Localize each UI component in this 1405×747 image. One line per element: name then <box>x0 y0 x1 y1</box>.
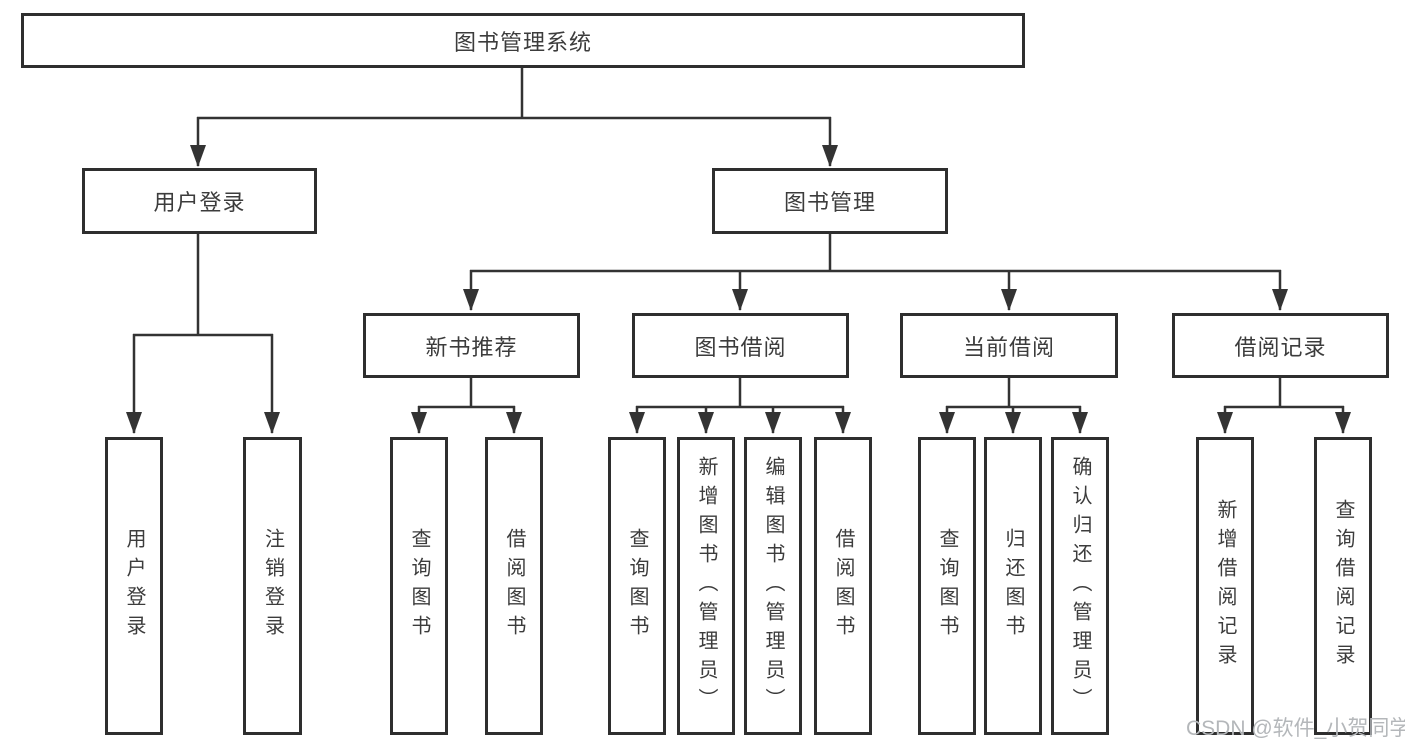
node-book-management: 图书管理 <box>712 168 948 234</box>
leaf-user-login-label: 用户登录 <box>123 528 145 644</box>
node-user-login: 用户登录 <box>82 168 317 234</box>
leaf-edit-book-admin: 编辑图书（管理员） <box>744 437 802 735</box>
leaf-confirm-return-admin: 确认归还（管理员） <box>1051 437 1109 735</box>
node-borrow-records: 借阅记录 <box>1172 313 1389 378</box>
leaf-borrow-books-label: 借阅图书 <box>832 528 854 644</box>
node-book-borrow: 图书借阅 <box>632 313 849 378</box>
leaf-return-book-label: 归还图书 <box>1002 528 1024 644</box>
leaf-query-books-current: 查询图书 <box>918 437 976 735</box>
leaf-user-login: 用户登录 <box>105 437 163 735</box>
leaf-add-borrow-record-label: 新增借阅记录 <box>1214 499 1236 673</box>
node-root: 图书管理系统 <box>21 13 1025 68</box>
leaf-query-books-current-label: 查询图书 <box>936 528 958 644</box>
node-current-borrow: 当前借阅 <box>900 313 1118 378</box>
leaf-query-borrow-record-label: 查询借阅记录 <box>1332 499 1354 673</box>
leaf-add-book-admin: 新增图书（管理员） <box>677 437 735 735</box>
leaf-query-books-recommend: 查询图书 <box>390 437 448 735</box>
csdn-watermark: CSDN @软件_小贺同学 <box>1186 717 1405 740</box>
node-borrow-records-label: 借阅记录 <box>1234 334 1327 360</box>
leaf-query-books-borrow-label: 查询图书 <box>626 528 648 644</box>
leaf-logout-label: 注销登录 <box>261 528 284 644</box>
node-book-management-label: 图书管理 <box>783 190 876 215</box>
leaf-query-books-recommend-label: 查询图书 <box>408 528 430 644</box>
leaf-add-borrow-record: 新增借阅记录 <box>1196 437 1254 735</box>
node-root-label: 图书管理系统 <box>453 29 592 55</box>
leaf-query-borrow-record: 查询借阅记录 <box>1314 437 1372 735</box>
node-book-borrow-label: 图书借阅 <box>694 334 787 360</box>
node-new-book-recommend: 新书推荐 <box>363 313 580 378</box>
leaf-confirm-return-admin-label: 确认归还（管理员） <box>1069 455 1091 717</box>
node-new-book-recommend-label: 新书推荐 <box>425 334 518 360</box>
leaf-return-book: 归还图书 <box>984 437 1042 735</box>
leaf-logout: 注销登录 <box>243 437 302 735</box>
leaf-query-books-borrow: 查询图书 <box>608 437 666 735</box>
leaf-edit-book-admin-label: 编辑图书（管理员） <box>762 455 784 717</box>
leaf-borrow-books-recommend: 借阅图书 <box>485 437 543 735</box>
leaf-borrow-books-recommend-label: 借阅图书 <box>503 528 525 644</box>
leaf-add-book-admin-label: 新增图书（管理员） <box>695 455 717 717</box>
leaf-borrow-books: 借阅图书 <box>814 437 872 735</box>
node-current-borrow-label: 当前借阅 <box>962 334 1055 360</box>
node-user-login-label: 用户登录 <box>153 190 246 215</box>
